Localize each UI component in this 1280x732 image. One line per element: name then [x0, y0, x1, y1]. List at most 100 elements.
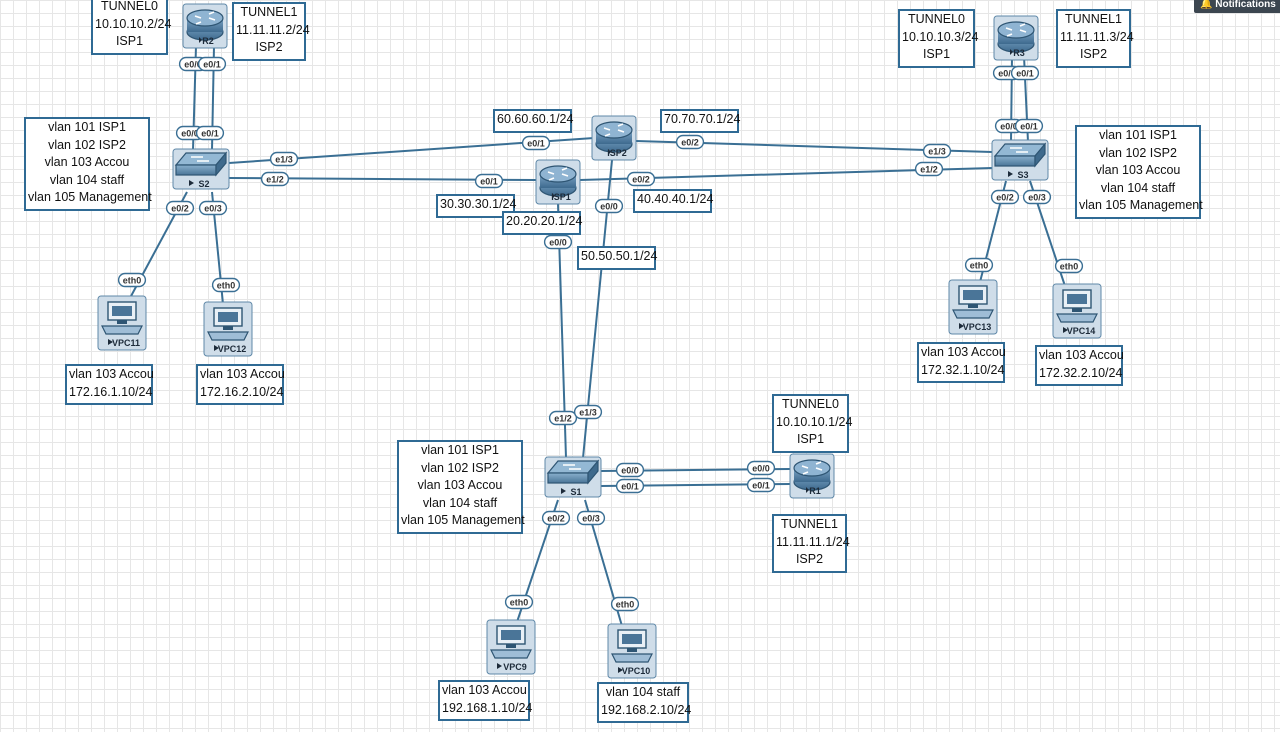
note-line: vlan 103 Accou — [921, 345, 1006, 359]
note-line: vlan 102 ISP2 — [48, 137, 126, 152]
device-r1[interactable]: R1 — [789, 453, 835, 499]
device-isp2[interactable]: ISP2 — [591, 115, 637, 161]
note-line: vlan 101 ISP1 — [1099, 128, 1177, 142]
port-label[interactable]: eth0 — [610, 596, 640, 612]
note-line: TUNNEL0 — [782, 397, 839, 411]
svg-text:e0/3: e0/3 — [582, 514, 600, 524]
port-label[interactable]: e0/1 — [615, 478, 645, 494]
device-s1[interactable]: S1 — [544, 456, 602, 498]
notifications-button[interactable]: 🔔 Notifications — [1194, 0, 1280, 13]
port-label[interactable]: e0/2 — [541, 510, 571, 526]
device-s2[interactable]: S2 — [172, 148, 230, 190]
svg-text:e0/3: e0/3 — [1028, 193, 1046, 203]
svg-text:eth0: eth0 — [616, 600, 635, 610]
device-r2[interactable]: R2 — [182, 3, 228, 49]
svg-text:R3: R3 — [1013, 48, 1025, 58]
device-vpc14[interactable]: VPC14 — [1052, 283, 1102, 339]
note-isp2-e0-1[interactable]: 60.60.60.1/24 — [493, 109, 574, 133]
port-label[interactable]: e0/2 — [165, 200, 195, 216]
note-line: 40.40.40.1/24 — [637, 192, 714, 206]
note-isp1-e0-0[interactable]: 20.20.20.1/24 — [502, 211, 582, 235]
port-label[interactable]: eth0 — [211, 277, 241, 293]
port-label[interactable]: eth0 — [117, 272, 147, 288]
port-label[interactable]: e1/2 — [914, 161, 944, 177]
port-label[interactable]: e1/2 — [548, 410, 578, 426]
port-label[interactable]: e1/2 — [260, 171, 290, 187]
note-line: TUNNEL1 — [240, 5, 298, 19]
port-label[interactable]: e0/1 — [197, 56, 227, 72]
note-line: ISP1 — [796, 432, 825, 446]
svg-text:e1/2: e1/2 — [554, 414, 572, 424]
svg-text:e0/2: e0/2 — [547, 514, 565, 524]
device-s3[interactable]: S3 — [991, 139, 1049, 181]
svg-text:eth0: eth0 — [510, 598, 529, 608]
port-label[interactable]: e0/2 — [675, 134, 705, 150]
port-label[interactable]: e0/2 — [990, 189, 1020, 205]
port-label[interactable]: e0/1 — [1010, 65, 1040, 81]
port-label[interactable]: e0/3 — [1022, 189, 1052, 205]
note-isp2-e0-2[interactable]: 70.70.70.1/24 — [660, 109, 740, 133]
note-line: vlan 103 Accou — [442, 683, 527, 697]
port-label[interactable]: e0/3 — [198, 200, 228, 216]
note-line: vlan 103 Accou — [1095, 163, 1181, 177]
note-line: vlan 103 Accou — [200, 367, 285, 381]
port-label[interactable]: e0/1 — [746, 477, 776, 493]
svg-text:e0/0: e0/0 — [1000, 122, 1018, 132]
svg-text:e1/2: e1/2 — [266, 175, 284, 185]
port-label[interactable]: e1/3 — [269, 151, 299, 167]
note-isp2-e0-0[interactable]: 50.50.50.1/24 — [577, 246, 658, 270]
port-label[interactable]: e1/3 — [573, 404, 603, 420]
note-line: vlan 103 Accou — [69, 367, 154, 381]
device-vpc11[interactable]: VPC11 — [97, 295, 147, 351]
note-line: 60.60.60.1/24 — [497, 112, 574, 126]
svg-text:e0/1: e0/1 — [621, 482, 639, 492]
device-vpc9[interactable]: VPC9 — [486, 619, 536, 675]
port-label[interactable]: e0/0 — [594, 198, 624, 214]
port-label[interactable]: eth0 — [504, 594, 534, 610]
port-label[interactable]: eth0 — [1054, 258, 1084, 274]
port-label[interactable]: e0/0 — [543, 234, 573, 250]
svg-text:e0/3: e0/3 — [204, 204, 222, 214]
note-isp1-e0-1[interactable]: 30.30.30.1/24 — [436, 194, 516, 218]
port-label[interactable]: e0/0 — [746, 460, 776, 476]
port-label[interactable]: e0/1 — [474, 173, 504, 189]
device-vpc12[interactable]: VPC12 — [203, 301, 253, 357]
port-label[interactable]: eth0 — [964, 257, 994, 273]
port-label[interactable]: e0/1 — [521, 135, 551, 151]
device-r3[interactable]: R3 — [993, 15, 1039, 61]
device-isp1[interactable]: ISP1 — [535, 159, 581, 205]
device-vpc13[interactable]: VPC13 — [948, 279, 998, 335]
port-label[interactable]: e0/2 — [626, 171, 656, 187]
note-isp1-e0-2[interactable]: 40.40.40.1/24 — [633, 189, 714, 213]
port-label[interactable]: e0/0 — [615, 462, 645, 478]
svg-text:eth0: eth0 — [217, 281, 236, 291]
note-line: vlan 104 staff — [422, 495, 498, 510]
port-label[interactable]: e1/3 — [922, 143, 952, 159]
svg-text:ISP2: ISP2 — [607, 148, 627, 158]
port-label[interactable]: e0/1 — [1014, 118, 1044, 134]
note-line: 50.50.50.1/24 — [581, 249, 658, 263]
note-line: TUNNEL0 — [908, 12, 965, 26]
port-label[interactable]: e0/3 — [576, 510, 606, 526]
svg-text:VPC11: VPC11 — [112, 338, 140, 348]
device-vpc10[interactable]: VPC10 — [607, 623, 657, 679]
note-line: 11.11.11.1/24 — [776, 534, 850, 549]
port-label[interactable]: e0/1 — [195, 125, 225, 141]
